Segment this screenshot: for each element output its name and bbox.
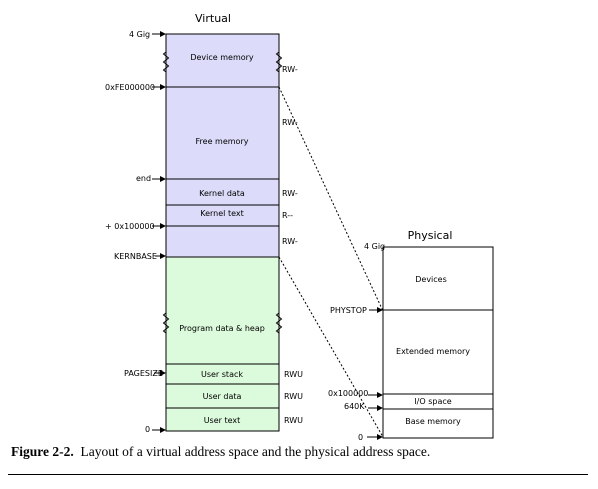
physical-address-space: Devices Extended memory I/O space Base m… bbox=[328, 242, 494, 440]
virtual-title: Virtual bbox=[195, 12, 231, 25]
perm-device-memory: RW- bbox=[282, 65, 298, 74]
region-label-kernel-text: Kernel text bbox=[200, 209, 243, 218]
figure-number: Figure 2-2. bbox=[11, 444, 74, 459]
squiggle-left-device bbox=[162, 51, 170, 73]
addr-label-zero-virtual: 0 bbox=[145, 425, 150, 434]
region-label-device-memory: Device memory bbox=[190, 53, 254, 62]
region-label-user-stack: User stack bbox=[201, 370, 243, 379]
virtual-outline bbox=[165, 33, 280, 432]
squiggle-right-heap bbox=[275, 312, 283, 334]
region-label-user-text: User text bbox=[204, 416, 241, 425]
perm-user-data: RWU bbox=[284, 392, 303, 401]
addr-label-0x100000: 0x100000 bbox=[328, 389, 368, 398]
addr-label-4gig-physical: 4 Gig bbox=[364, 242, 385, 251]
physical-outline bbox=[382, 246, 494, 439]
region-label-program-data-heap: Program data & heap bbox=[179, 324, 265, 333]
addr-label-phystop: PHYSTOP bbox=[330, 306, 367, 315]
perm-kernel-text: R-- bbox=[282, 211, 293, 220]
kernel-region bbox=[166, 34, 279, 257]
region-label-kernel-data: Kernel data bbox=[199, 189, 245, 198]
squiggle-right-device bbox=[275, 51, 283, 73]
figure-caption: Figure 2-2. Layout of a virtual address … bbox=[11, 444, 591, 460]
perm-free-memory: RW- bbox=[282, 118, 298, 127]
mapping-line-kernbase-to-zero bbox=[278, 256, 384, 438]
perm-user-stack: RWU bbox=[284, 370, 303, 379]
perm-kernel-data: RW- bbox=[282, 189, 298, 198]
addr-label-pagesize: PAGESIZE bbox=[124, 369, 163, 378]
region-label-user-data: User data bbox=[203, 392, 242, 401]
region-label-io-space: I/O space bbox=[414, 397, 451, 406]
perm-user-text: RWU bbox=[284, 416, 303, 425]
caption-rule bbox=[8, 474, 588, 475]
addr-label-kernbase: KERNBASE bbox=[114, 252, 157, 261]
virtual-address-space: Device memory Free memory Kernel data Ke… bbox=[105, 30, 303, 434]
region-label-devices: Devices bbox=[415, 275, 447, 284]
figure-caption-text: Layout of a virtual address space and th… bbox=[80, 444, 431, 459]
region-label-free-memory: Free memory bbox=[196, 137, 249, 146]
perm-kernel-misc: RW- bbox=[282, 237, 298, 246]
region-label-base-memory: Base memory bbox=[405, 417, 461, 426]
memory-layout-diagram: Virtual Physical Device memory Free memo… bbox=[105, 12, 494, 440]
addr-label-4gig-virtual: 4 Gig bbox=[129, 30, 150, 39]
addr-label-640k: 640K bbox=[344, 402, 365, 411]
addr-label-zero-physical: 0 bbox=[358, 433, 363, 440]
region-label-extended-memory: Extended memory bbox=[396, 347, 470, 356]
squiggle-left-heap bbox=[162, 312, 170, 334]
addr-label-0xfe000000: 0xFE000000 bbox=[105, 83, 155, 92]
physical-title: Physical bbox=[408, 229, 453, 242]
mapping-line-device-to-phystop bbox=[278, 86, 384, 312]
addr-label-plus-0x100000: + 0x100000 bbox=[105, 222, 155, 231]
addr-label-end: end bbox=[136, 174, 151, 183]
user-region bbox=[166, 257, 279, 431]
